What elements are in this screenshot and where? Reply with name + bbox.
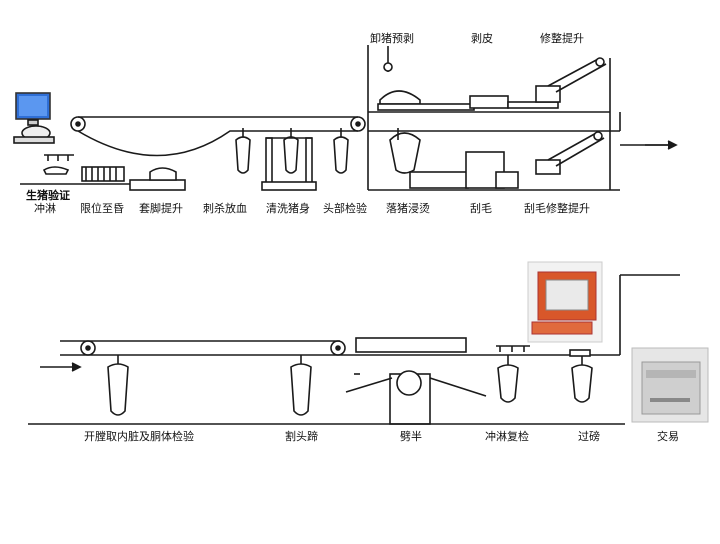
- label-dehair: 刮毛: [470, 202, 492, 215]
- scalding-tank: [389, 128, 519, 189]
- label-shower-reinspect: 冲淋复检: [485, 430, 529, 443]
- label-restrain-stun: 限位至昏: [80, 202, 124, 215]
- label-trading: 交易: [657, 430, 679, 443]
- label-weighing: 过磅: [578, 430, 600, 443]
- label-sticking-bleed: 刺杀放血: [203, 202, 247, 215]
- label-skinning: 剥皮: [471, 32, 493, 45]
- washing-frame: [261, 137, 317, 191]
- label-drop-scald: 落猪浸烫: [386, 202, 430, 215]
- overhead-rail-row2: [60, 340, 620, 356]
- shower-nozzle-row2-icon: [496, 345, 530, 352]
- label-split-half: 劈半: [400, 430, 422, 443]
- label-evisceration-inspect: 开膛取内脏及胴体检验: [84, 430, 194, 443]
- label-head-inspect: 头部检验: [323, 202, 367, 215]
- overhead-rail: [70, 116, 366, 157]
- hanging-carcass-row2-icon: [107, 355, 593, 416]
- hanging-carcass-icon: [235, 128, 349, 174]
- label-dehair-trim-lift: 刮毛修整提升: [524, 202, 590, 215]
- label-shower: 冲淋: [34, 202, 56, 215]
- label-head-hoof-cut: 割头蹄: [285, 430, 318, 443]
- weighing-terminal-icon: [527, 261, 603, 343]
- label-shackle-lift: 套脚提升: [139, 202, 183, 215]
- label-pig-verify: 生猪验证: [26, 189, 70, 202]
- lift-conveyor-lower: [535, 131, 605, 175]
- label-wash-body: 清洗猪身: [266, 202, 310, 215]
- label-unload-prestrip: 卸猪预剥: [370, 32, 414, 45]
- splitting-saw: [345, 337, 487, 425]
- restraint-conveyor: [81, 166, 125, 182]
- lift-conveyor-upper: [535, 57, 607, 103]
- shower-nozzle-icon: [42, 154, 74, 175]
- computer-terminal-icon: [13, 92, 55, 144]
- trading-machine-icon: [631, 347, 709, 423]
- label-trim-lift: 修整提升: [540, 32, 584, 45]
